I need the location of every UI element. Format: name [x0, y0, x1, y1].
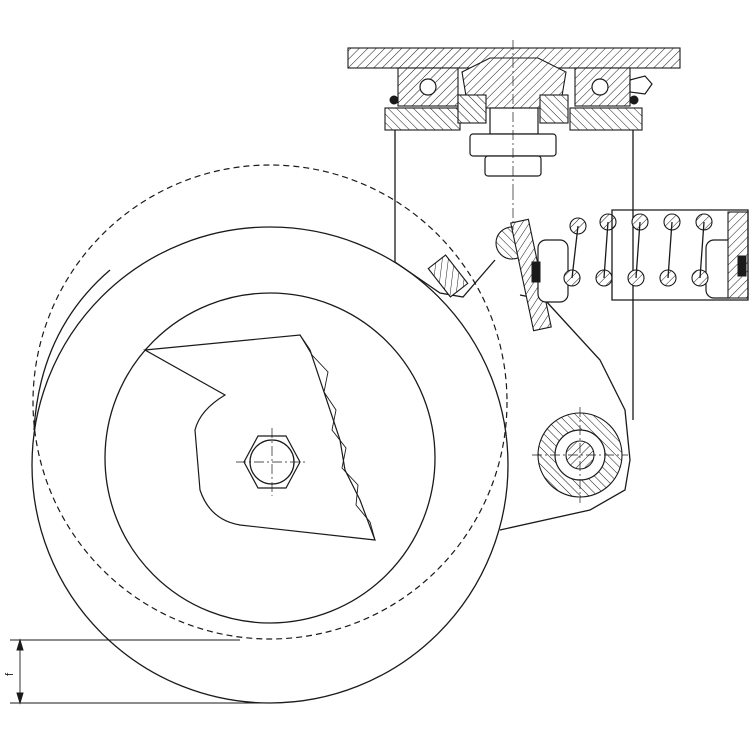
- coil-spring: [563, 213, 713, 287]
- deflection-label: f: [4, 672, 16, 676]
- spring-end-plate: [727, 211, 749, 299]
- tyre-side-edge: [33, 269, 111, 431]
- wheel-centre-disc: [104, 292, 436, 624]
- ball-bearing-right: [591, 78, 609, 96]
- tapered-bearing-right: [539, 94, 569, 124]
- kingpin-shaft: [489, 107, 539, 135]
- spring-cup-left: [537, 239, 569, 303]
- top-plate-assembly: [347, 40, 681, 190]
- tapered-bearing-left: [457, 94, 487, 124]
- stop-block: [427, 254, 469, 298]
- wheel-raised-position-outline: [32, 164, 508, 640]
- top-plate-right-segment: [569, 107, 643, 131]
- swing-arm-pivot: [532, 407, 628, 503]
- lower-swing-arm: [499, 294, 631, 531]
- housing-outline: [394, 125, 496, 298]
- spring-suspension: [495, 209, 749, 332]
- seal-ring-right: [629, 95, 639, 105]
- grease-nipple: [629, 75, 653, 95]
- ball-bearing-left: [419, 78, 437, 96]
- fork-leg-plate: [143, 334, 376, 541]
- seal-ring-left: [389, 95, 399, 105]
- top-plate-left-segment: [384, 107, 461, 131]
- spring-guide-outline: [611, 209, 749, 301]
- swivel-housing: [394, 125, 634, 531]
- deflection-dimension: f: [4, 638, 270, 705]
- break-line: [299, 334, 376, 541]
